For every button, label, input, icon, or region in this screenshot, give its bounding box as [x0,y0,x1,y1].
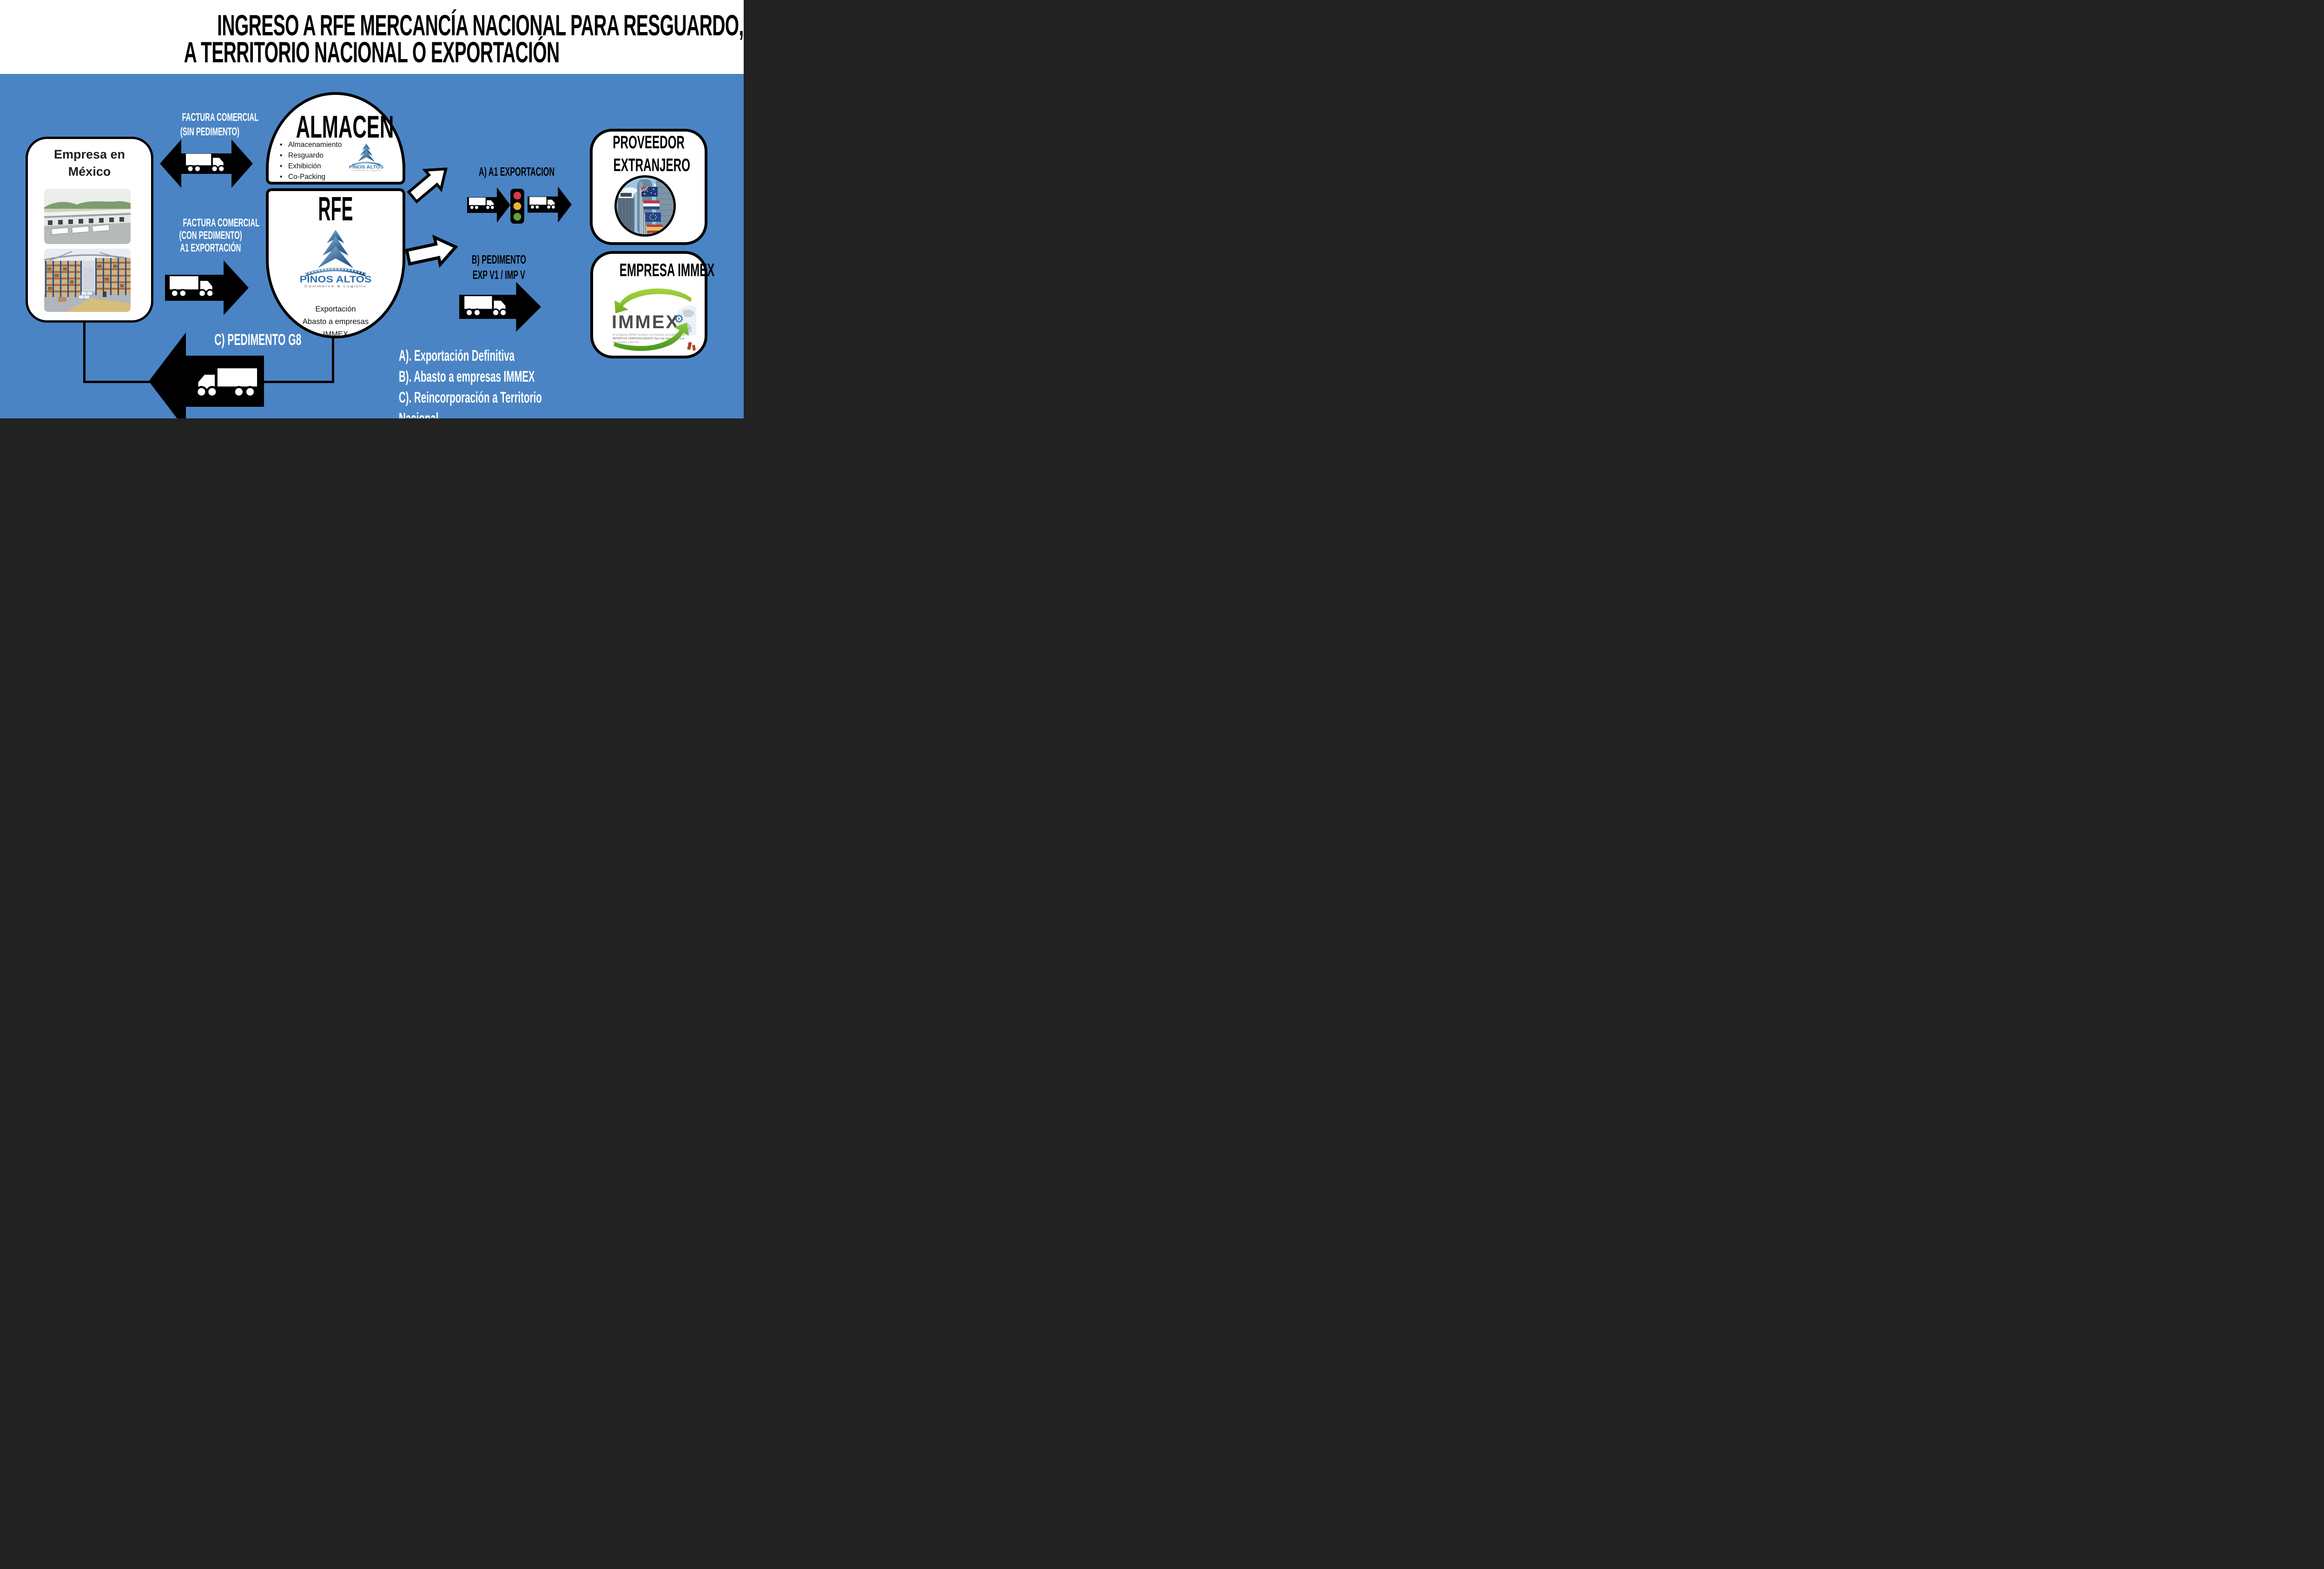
route-a-truck-arrow-1-icon [467,187,510,223]
empresa-title-line1: Empresa en [53,147,125,161]
almacen-bullet-3: Exhibición [280,161,373,172]
traffic-light-icon [510,189,524,224]
route-b-truck-arrow-icon [459,282,541,332]
double-arrow-truck-icon [160,139,253,188]
almacen-bullet-2: Resguardo [280,150,373,161]
empresa-mexico-title: Empresa en México [26,146,153,180]
infographic-canvas: INGRESO A RFE MERCANCÍA NACIONAL PARA RE… [0,0,744,418]
international-flags-photo [614,175,676,237]
outcome-a: A). Exportación Definitiva [399,347,515,364]
empresa-immex-box [590,251,707,358]
immex-logo: IMMEX ⚙ ⚙ El programa IMMEX brinda a sus… [612,288,696,351]
rfe-services-list: Exportación Abasto a empresas IMMEX [302,305,369,338]
warehouse-interior-photo [44,249,131,312]
svg-text:PINOS ALTOS: PINOS ALTOS [349,165,384,170]
pinos-altos-logo-small: PINOS ALTOS Commerce & Logistic [349,143,384,172]
flag-netherlands [643,200,660,210]
flag-australia [641,186,658,197]
warehouse-exterior-photo [44,189,131,244]
svg-text:Commerce & Logistic: Commerce & Logistic [304,284,367,288]
factura-con-label: FACTURA COMERCIAL (CON PEDIMENTO) A1 EXP… [179,217,260,254]
route-a-truck-arrow-2-icon [528,186,572,223]
connector-empresa-down [83,323,86,383]
svg-text:IMMEX: IMMEX [612,312,680,332]
empresa-title-line2: México [68,165,111,179]
outcome-c: C). Reincorporación a Territorio [399,389,542,406]
svg-text:importación y del IVA.: importación y del IVA. [613,341,640,344]
page-title-line1: INGRESO A RFE MERCANCÍA NACIONAL PARA RE… [217,9,744,42]
page-title-line2: A TERRITORIO NACIONAL O EXPORTACIÓN [184,36,560,69]
connector-rfe-down [332,337,334,383]
right-arrow-truck-icon [165,260,249,315]
page-title: INGRESO A RFE MERCANCÍA NACIONAL PARA RE… [0,9,744,69]
svg-text:Commerce & Logistic: Commerce & Logistic [351,170,381,172]
proveedor-title: PROVEEDOR EXTRANJERO [613,132,690,175]
red-text-fragment [687,342,696,351]
outcome-b: B). Abasto a empresas IMMEX [399,368,535,385]
header-band [0,0,744,74]
svg-text:PINOS ALTOS: PINOS ALTOS [300,274,372,285]
flow-arrow-b-icon [405,234,458,268]
outcome-c-cont: Nacional [399,410,439,418]
route-c-truck-arrow-icon [149,332,264,418]
svg-text:El programa IMMEX brinda a sus: El programa IMMEX brinda a sus titulares… [613,334,685,337]
flow-arrow-a-icon [406,167,448,204]
flag-european-union [645,212,661,222]
flag-spain [647,225,663,233]
almacen-services-list: Almacenamiento Resguardo Exhibición Co-P… [280,139,373,182]
almacen-bullet-4: Co-Packing [280,172,373,182]
rfe-title: RFE [318,191,353,228]
gear-icon: ⚙ [674,313,684,325]
factura-sin-label: FACTURA COMERCIAL (SIN PEDIMENTO) [180,111,259,138]
almacen-bullet-1: Almacenamiento [280,139,373,150]
rfe-box [266,188,405,338]
empresa-immex-title: EMPRESA IMMEX [619,260,715,280]
route-b-label: B) PEDIMENTO EXP V1 / IMP V [471,252,526,282]
route-a-label: A) A1 EXPORTACION [478,165,555,179]
pinos-altos-logo-large: PINOS ALTOS Commerce & Logistic [300,230,372,288]
outcomes-list: A). Exportación Definitiva B). Abasto a … [399,345,629,418]
almacen-title: ALMACEN [296,109,394,145]
svg-text:IMPORTAR TEMPORALMENTE libre d: IMPORTAR TEMPORALMENTE libre de impuesto… [613,338,685,340]
route-c-label: C) PEDIMENTO G8 [214,331,302,349]
